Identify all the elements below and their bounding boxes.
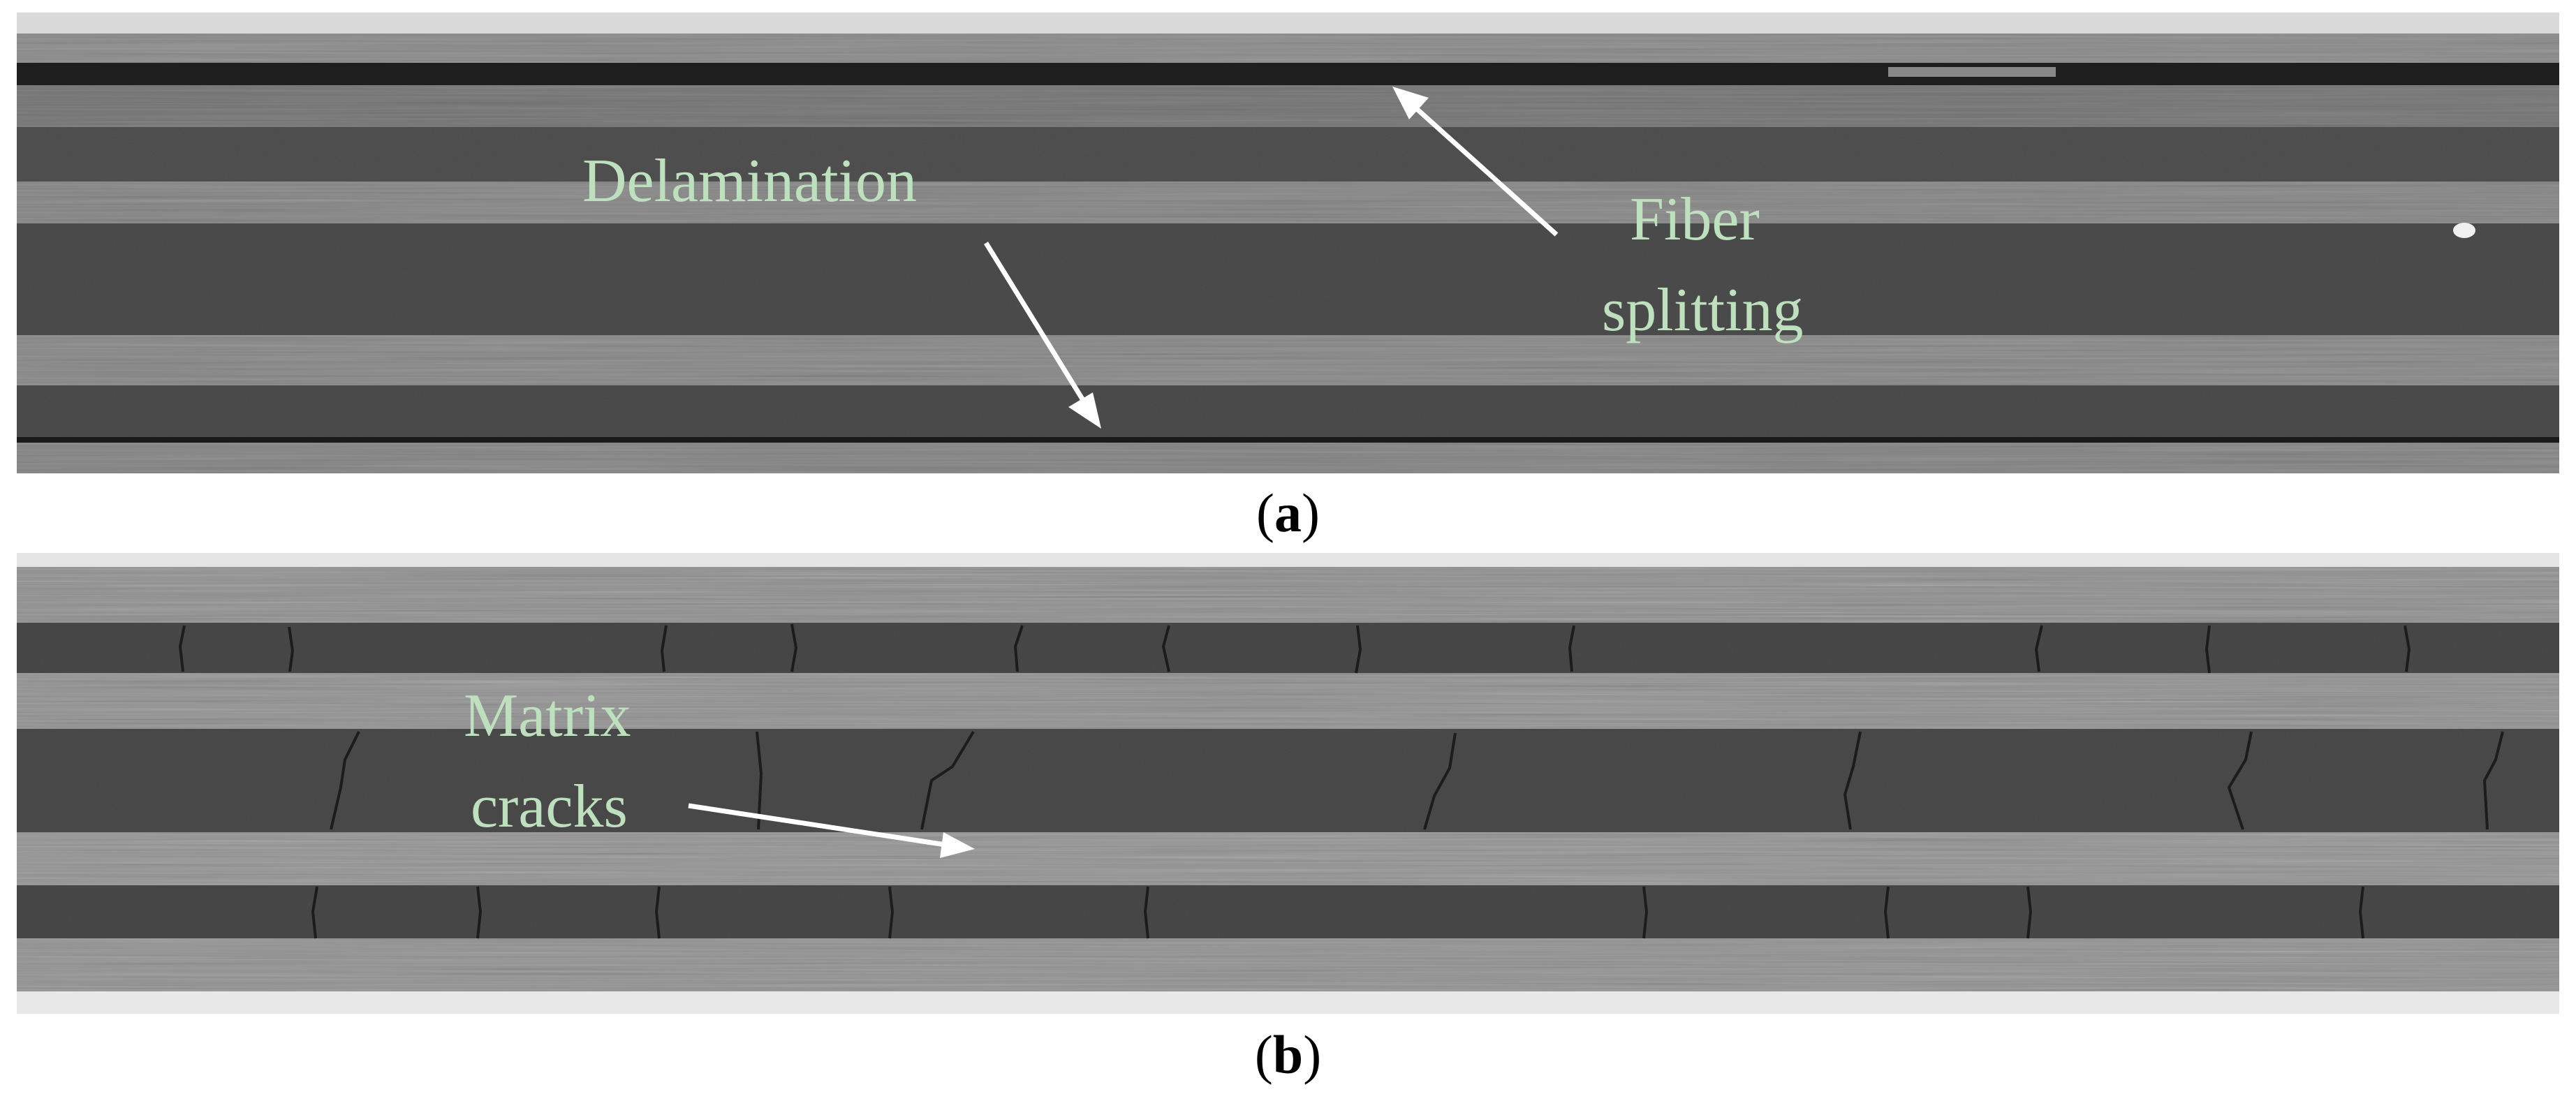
ply-light	[17, 335, 2559, 385]
ply-light	[17, 832, 2559, 885]
ply-dark	[17, 885, 2559, 938]
caption-b: (b)	[1254, 1024, 1322, 1085]
edge-highlight	[1888, 67, 2056, 77]
fiber-splitting-gap	[17, 63, 2559, 85]
delamination-crack	[17, 437, 2559, 443]
caption-a: (a)	[1256, 482, 1320, 543]
sample-edge-bottom	[17, 991, 2559, 1014]
micrograph-panel-a: Delamination Fiber splitting	[17, 13, 2559, 473]
matrix-cracks	[178, 623, 2504, 939]
micrograph-panel-b: Matrix cracks	[17, 553, 2559, 1014]
label-fiber-splitting-line1: Fiber	[1630, 186, 1760, 253]
label-delamination: Delamination	[582, 147, 917, 215]
ply-light	[17, 567, 2559, 623]
arrow-delamination	[984, 242, 1087, 405]
ply-light	[17, 673, 2559, 729]
arrow-matrix-cracks	[688, 803, 946, 848]
ply-light	[17, 85, 2559, 127]
sample-edge-top	[17, 13, 2559, 34]
label-matrix-cracks-line1: Matrix	[464, 682, 631, 750]
ply-light	[17, 938, 2559, 991]
surface-speck	[2453, 223, 2475, 238]
ply-dark	[17, 729, 2559, 832]
micrograph-a-image	[17, 13, 2559, 473]
arrow-fiber-splitting-head	[1392, 87, 1429, 119]
ply-dark	[17, 385, 2559, 438]
ply-light	[17, 34, 2559, 66]
micrograph-b-image	[17, 553, 2559, 1014]
ply-dark	[17, 127, 2559, 182]
arrow-delamination-head	[1068, 392, 1101, 429]
ply-dark	[17, 223, 2559, 335]
ply-light	[17, 443, 2559, 473]
sample-edge-top	[17, 553, 2559, 567]
arrow-fiber-splitting	[1415, 107, 1559, 237]
ply-light	[17, 182, 2559, 223]
ply-dark	[17, 623, 2559, 673]
label-fiber-splitting-line2: splitting	[1602, 276, 1804, 344]
label-matrix-cracks-line2: cracks	[471, 773, 628, 841]
arrow-matrix-cracks-head	[940, 832, 975, 858]
